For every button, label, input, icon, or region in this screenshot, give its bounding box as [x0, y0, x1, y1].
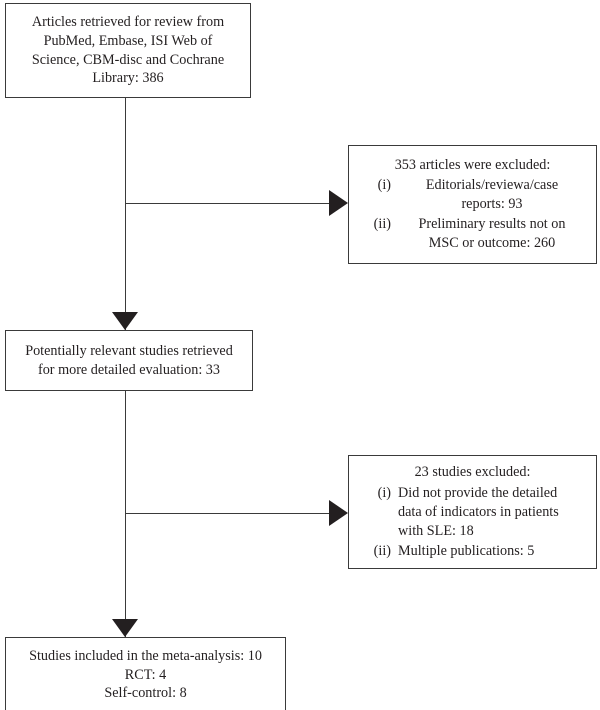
connector-line-horizontal	[125, 512, 332, 515]
node-excluded-articles: 353 articles were excluded: (i) Editoria…	[348, 145, 597, 264]
node-identification: Articles retrieved for review from PubMe…	[5, 3, 251, 98]
connector-line-vertical	[124, 98, 127, 204]
arrow-right-icon	[329, 190, 348, 216]
node-included-studies-text: Studies included in the meta-analysis: 1…	[29, 647, 262, 702]
list-item-marker: (i)	[377, 177, 391, 194]
list-item-text: Multiple publications: 5	[398, 542, 535, 559]
list-item: (i) Did not provide the detailed data of…	[361, 484, 586, 541]
arrow-right-icon	[329, 500, 348, 526]
list-item: (i) Editorials/reviewa/case reports: 93	[361, 176, 586, 214]
list-item-marker: (ii)	[373, 542, 391, 559]
arrow-down-icon	[112, 312, 138, 330]
node-potentially-relevant-studies-text: Potentially relevant studies retrieved f…	[25, 342, 233, 378]
list-item-text: Preliminary results not on MSC or outcom…	[418, 216, 566, 252]
arrow-down-icon	[112, 619, 138, 637]
excluded-studies-list: (i) Did not provide the detailed data of…	[349, 483, 596, 561]
node-potentially-relevant-studies: Potentially relevant studies retrieved f…	[5, 330, 253, 391]
excluded-studies-title: 23 studies excluded:	[414, 464, 531, 481]
excluded-articles-list: (i) Editorials/reviewa/case reports: 93 …	[349, 175, 596, 253]
list-item-text: Did not provide the detailed data of ind…	[398, 484, 559, 539]
list-item: (ii) Multiple publications: 5	[361, 542, 586, 561]
list-item-text: Editorials/reviewa/case reports: 93	[425, 177, 559, 213]
list-item-marker: (ii)	[373, 216, 391, 233]
node-identification-text: Articles retrieved for review from PubMe…	[31, 14, 225, 87]
list-item: (ii) Preliminary results not on MSC or o…	[361, 215, 586, 253]
connector-line-vertical	[124, 513, 127, 637]
connector-line-vertical	[124, 203, 127, 330]
node-excluded-studies: 23 studies excluded: (i) Did not provide…	[348, 455, 597, 569]
connector-line-horizontal	[125, 202, 332, 205]
list-item-marker: (i)	[377, 484, 391, 501]
excluded-articles-title: 353 articles were excluded:	[394, 156, 551, 173]
node-included-studies: Studies included in the meta-analysis: 1…	[5, 637, 286, 710]
connector-line-vertical	[124, 391, 127, 514]
